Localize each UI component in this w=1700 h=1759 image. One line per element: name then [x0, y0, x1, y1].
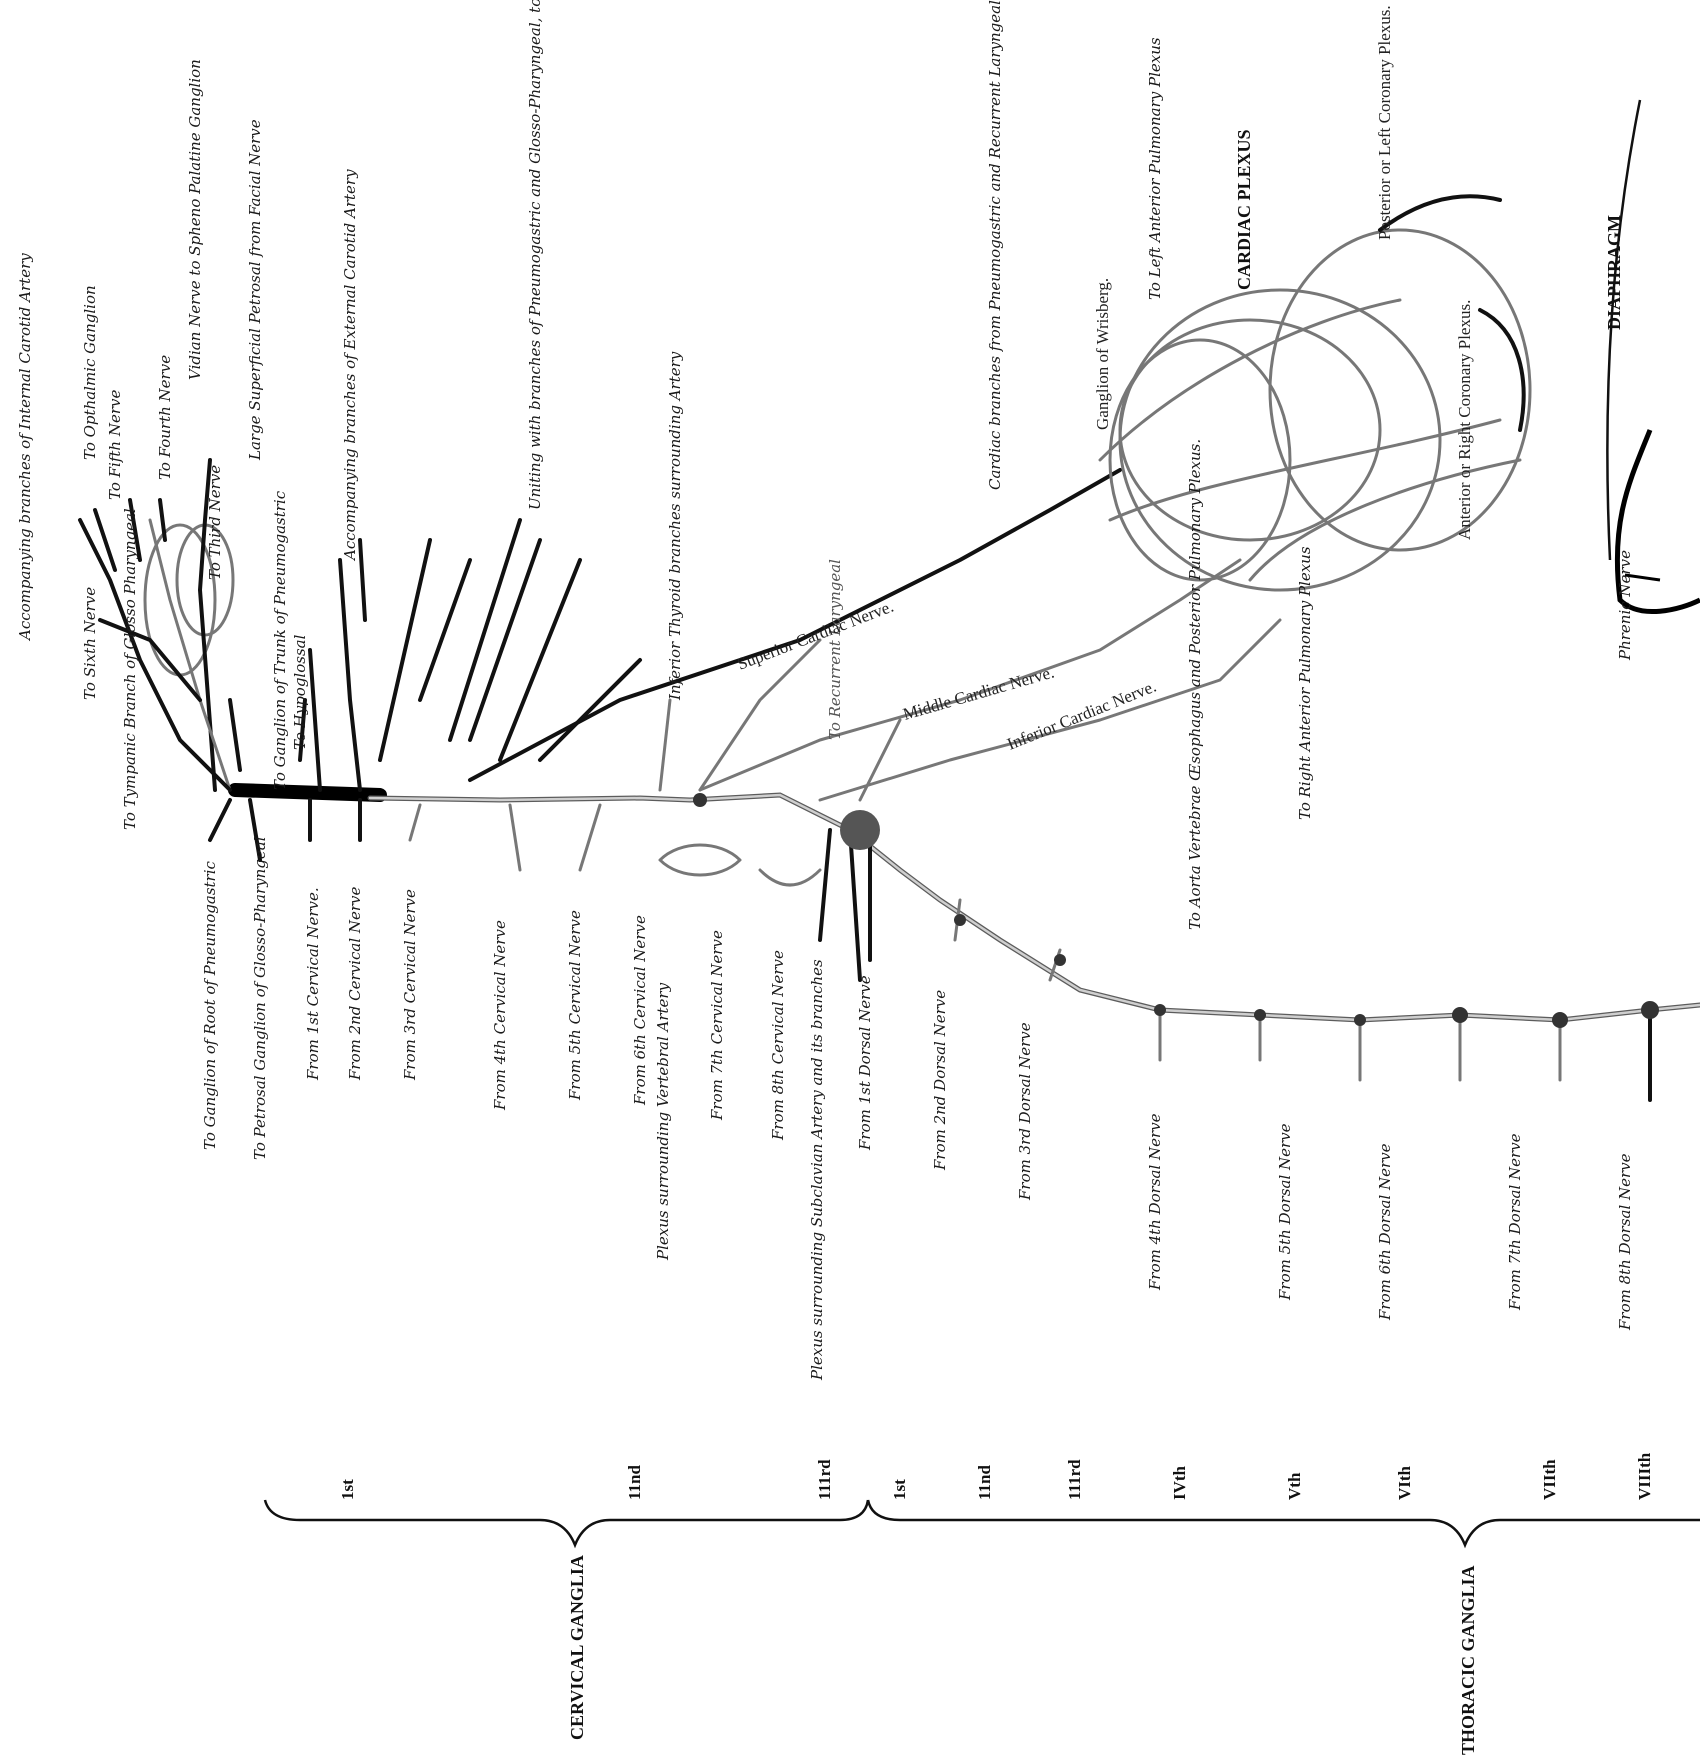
label-to-hypoglossal: To Hypoglossal [291, 634, 309, 750]
thoracic-7: VIIth [1540, 1459, 1559, 1500]
thoracic-2: 11nd [975, 1464, 994, 1500]
label-from-2-dorsal: From 2nd Dorsal Nerve [931, 990, 949, 1171]
thoracic-6: VIth [1395, 1465, 1414, 1500]
label-cardiac-plexus: CARDIAC PLEXUS [1234, 129, 1254, 290]
label-from-3-dorsal: From 3rd Dorsal Nerve [1016, 1022, 1034, 1201]
label-opthalmic-ganglion: To Opthalmic Ganglion [81, 285, 99, 460]
label-from-4-dorsal: From 4th Dorsal Nerve [1146, 1113, 1164, 1291]
label-plexus-subclavian: Plexus surrounding Subclavian Artery and… [808, 959, 826, 1381]
label-cardiac-branches: Cardiac branches from Pneumogastric and … [986, 0, 1004, 490]
label-diaphragm: DIAPHRAGM [1604, 215, 1624, 330]
label-uniting-branches: Uniting with branches of Pneumogastric a… [526, 0, 544, 510]
label-from-7-cervical: From 7th Cervical Nerve [708, 930, 726, 1121]
label-right-anterior-pulmonary: To Right Anterior Pulmonary Plexus [1296, 546, 1314, 820]
label-middle-cardiac: Middle Cardiac Nerve. [901, 663, 1056, 724]
cervical-brace [265, 1500, 868, 1545]
label-from-1-dorsal: From 1st Dorsal Nerve [856, 975, 874, 1151]
label-to-recurrent-laryngeal: To Recurrent Laryngeal [826, 559, 844, 740]
label-anterior-coronary: Anterior or Right Coronary Plexus. [1455, 300, 1474, 540]
label-from-6-cervical: From 6th Cervical Nerve [631, 915, 649, 1106]
cervical-1: 1st [338, 1479, 357, 1500]
thoracic-4: IVth [1170, 1465, 1189, 1500]
label-from-4-cervical: From 4th Cervical Nerve [491, 920, 509, 1111]
label-posterior-coronary: Posterior or Left Coronary Plexus. [1375, 5, 1394, 240]
label-to-sixth-nerve: To Sixth Nerve [81, 587, 99, 700]
cervical-3: 111rd [815, 1459, 834, 1500]
thoracic-ganglia-label: THORACIC GANGLIA [1458, 1565, 1478, 1755]
label-superior-cardiac: Superior Cardiac Nerve. [735, 597, 896, 674]
thoracic-8: VIIIth [1635, 1452, 1654, 1500]
label-ganglion-wrisberg: Ganglion of Wrisberg. [1093, 278, 1112, 430]
thoracic-brace [868, 1500, 1700, 1545]
label-from-5-dorsal: From 5th Dorsal Nerve [1276, 1123, 1294, 1301]
bottom-labels: To Ganglion of Root of Pneumogastric To … [201, 836, 1634, 1381]
ganglia-braces: 1st 11nd 111rd 1st 11nd 111rd IVth Vth V… [265, 1452, 1700, 1755]
label-vidian-nerve: Vidian Nerve to Spheno Palatine Ganglion [186, 59, 204, 380]
label-fourth-nerve: To Fourth Nerve [156, 355, 174, 480]
cervical-2: 11nd [625, 1464, 644, 1500]
label-from-5-cervical: From 5th Cervical Nerve [566, 910, 584, 1101]
cervical-ganglia-label: CERVICAL GANGLIA [567, 1555, 587, 1740]
label-to-aorta: To Aorta Vertebrae Œsophagus and Posteri… [1186, 439, 1204, 930]
label-accompanying-internal-carotid: Accompanying branches of Internal Caroti… [16, 253, 34, 642]
inferior-cardiac-nerve-path [820, 620, 1280, 800]
label-fifth-nerve: To Fifth Nerve [106, 390, 124, 500]
thoracic-5: Vth [1285, 1472, 1304, 1500]
label-inferior-thyroid: Inferior Thyroid branches surrounding Ar… [666, 351, 684, 701]
label-from-8-dorsal: From 8th Dorsal Nerve [1616, 1153, 1634, 1331]
label-large-superficial-petrosal: Large Superficial Petrosal from Facial N… [246, 119, 264, 461]
label-from-2-cervical: From 2nd Cervical Nerve [346, 886, 364, 1081]
label-tympanic-branch: To Tympanic Branch of Glosso Pharyngeal [121, 508, 139, 830]
thoracic-3: 111rd [1065, 1459, 1084, 1500]
ganglion-dots [693, 793, 1659, 1028]
label-petrosal-ganglion: To Petrosal Ganglion of Glosso-Pharyngea… [251, 836, 269, 1160]
label-phrenic-nerve: Phrenic Nerve [1616, 550, 1634, 661]
downward-branches [210, 800, 1650, 1100]
label-accompanying-external-carotid: Accompanying branches of External Caroti… [341, 169, 359, 562]
label-root-pneumogastric: To Ganglion of Root of Pneumogastric [201, 860, 219, 1150]
label-plexus-vertebral: Plexus surrounding Vertebral Artery [654, 982, 672, 1261]
thoracic-1: 1st [890, 1479, 909, 1500]
label-from-8-cervical: From 8th Cervical Nerve [769, 950, 787, 1141]
label-from-1-cervical: From 1st Cervical Nerve. [304, 887, 322, 1081]
label-third-nerve: To Third Nerve [206, 465, 224, 580]
label-ganglion-trunk-pneumogastric: To Ganglion of Trunk of Pneumogastric [271, 490, 289, 790]
label-from-6-dorsal: From 6th Dorsal Nerve [1376, 1143, 1394, 1321]
label-from-3-cervical: From 3rd Cervical Nerve [401, 889, 419, 1081]
label-left-anterior-pulmonary: To Left Anterior Pulmonary Plexus [1146, 37, 1164, 300]
label-from-7-dorsal: From 7th Dorsal Nerve [1506, 1133, 1524, 1311]
